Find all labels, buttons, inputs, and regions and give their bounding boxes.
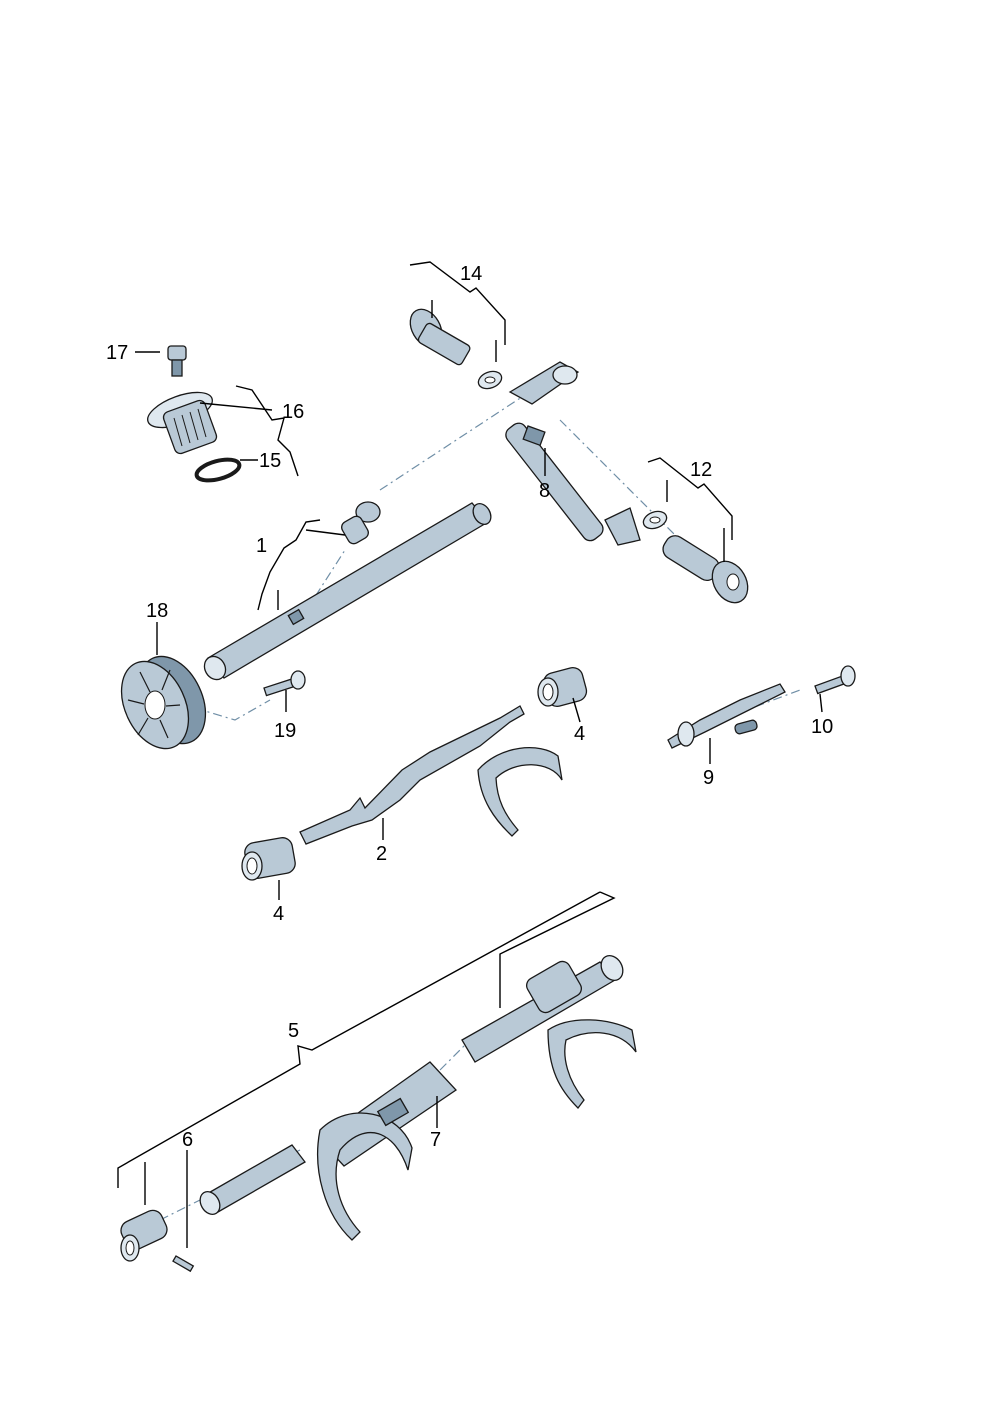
- callout-19: 19: [274, 720, 296, 742]
- part-15-o-ring[interactable]: [194, 456, 242, 485]
- part-7-shift-fork[interactable]: [317, 1097, 413, 1241]
- part-16-guide-bushing[interactable]: [143, 385, 218, 455]
- part-19-bolt[interactable]: [263, 670, 306, 697]
- part-1-shift-rod[interactable]: [200, 500, 494, 683]
- part-9-interlock[interactable]: [667, 683, 786, 749]
- callout-15: 15: [259, 450, 281, 472]
- callout-16: 16: [282, 401, 304, 423]
- callout-2: 2: [376, 843, 387, 865]
- callout-1: 1: [256, 535, 267, 557]
- callout-17: 17: [106, 342, 128, 364]
- part-10-bolt[interactable]: [814, 665, 856, 695]
- callout-12: 12: [690, 459, 712, 481]
- callout-4-upper: 4: [574, 723, 585, 745]
- callout-5: 5: [288, 1020, 299, 1042]
- part-18-damper-disc[interactable]: [108, 646, 218, 760]
- part-4-bushing-lower[interactable]: [241, 836, 297, 881]
- part-4-bushing-upper[interactable]: [537, 665, 589, 708]
- callout-14: 14: [460, 263, 482, 285]
- part-12-pin-assembly[interactable]: [641, 508, 755, 609]
- callout-8: 8: [539, 480, 550, 502]
- callout-4-lower: 4: [273, 903, 284, 925]
- callout-18: 18: [146, 600, 168, 622]
- part-2-selector-fork[interactable]: [299, 705, 563, 845]
- callout-labels: 14 17 16 15 12 8 1 18 19 4 10 9 2 4 5 6 …: [106, 263, 833, 1151]
- leader-lines: [117, 261, 823, 1248]
- callout-7: 7: [430, 1129, 441, 1151]
- callout-9: 9: [703, 767, 714, 789]
- part-8-selector-shaft[interactable]: [503, 361, 641, 546]
- center-lines: [159, 371, 801, 1221]
- part-14-pin-assembly[interactable]: [404, 304, 504, 392]
- part-17-screw[interactable]: [167, 345, 187, 377]
- part-6-clip[interactable]: [118, 1207, 195, 1273]
- callout-10: 10: [811, 716, 833, 738]
- callout-6: 6: [182, 1129, 193, 1151]
